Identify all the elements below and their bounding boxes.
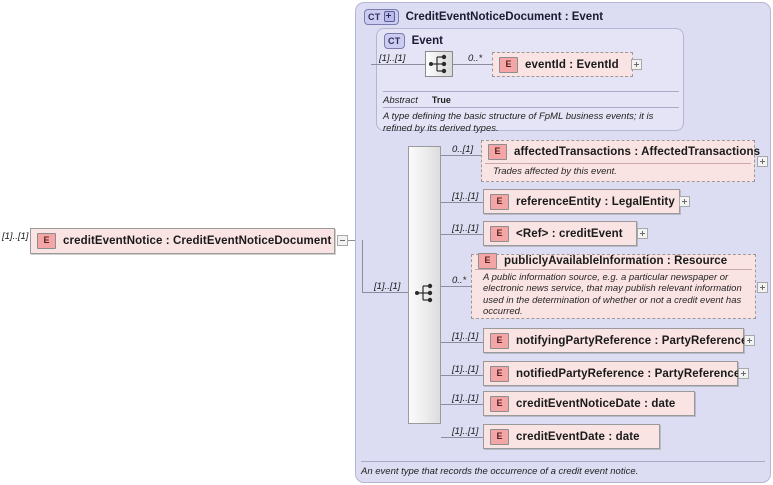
element-header-notifiedpartyreference: E notifiedPartyReference : PartyReferenc… — [484, 363, 741, 385]
expand-toggle-eventid[interactable] — [631, 59, 642, 70]
element-header-publiclyavailableinformation: E publiclyAvailableInformation : Resourc… — [472, 252, 755, 269]
element-icon: E — [490, 395, 509, 412]
element-label-ref-creditevent: <Ref> : creditEvent — [516, 227, 623, 240]
root-element-cardinality: [1]..[1] — [2, 231, 29, 242]
element-icon: E — [490, 225, 509, 242]
connector-row-0 — [441, 155, 481, 156]
abstract-row: Abstract True — [383, 91, 679, 106]
element-box-notifyingpartyreference[interactable]: E notifyingPartyReference : PartyReferen… — [483, 328, 747, 353]
element-icon: E — [37, 233, 56, 249]
element-header-referenceentity: E referenceEntity : LegalEntity — [484, 191, 679, 213]
element-icon: E — [499, 56, 518, 73]
element-label-crediteventdate: creditEventDate : date — [516, 430, 640, 443]
root-element-label: creditEventNotice : CreditEventNoticeDoc… — [63, 235, 332, 247]
element-label-publiclyavailableinformation: publiclyAvailableInformation : Resource — [504, 254, 728, 267]
element-icon: E — [490, 193, 509, 210]
element-label-referenceentity: referenceEntity : LegalEntity — [516, 195, 675, 208]
complex-type-badge-text: CT — [368, 11, 381, 22]
connector-row-3 — [441, 286, 480, 287]
connector-row-5 — [441, 375, 483, 376]
element-box-crediteventdate[interactable]: E creditEventDate : date — [483, 424, 660, 449]
element-label-eventid: eventId : EventId — [525, 58, 619, 71]
connector-inner-left — [371, 64, 425, 65]
element-icon: E — [490, 365, 509, 382]
root-element-box[interactable]: E creditEventNotice : CreditEventNoticeD… — [30, 228, 335, 254]
sequence-node-inner[interactable] — [425, 51, 453, 77]
expand-toggle-ref-creditevent[interactable] — [637, 228, 648, 239]
outer-type-title: CreditEventNoticeDocument : Event — [405, 10, 604, 23]
inner-type-title: Event — [411, 35, 443, 47]
cardinality-row-5: [1]..[1] — [452, 364, 479, 375]
element-header-notifyingpartyreference: E notifyingPartyReference : PartyReferen… — [484, 330, 747, 352]
root-element-collapse-toggle[interactable] — [337, 235, 348, 246]
element-box-publiclyavailableinformation[interactable]: E publiclyAvailableInformation : Resourc… — [471, 252, 756, 321]
root-element-header: E creditEventNotice : CreditEventNoticeD… — [31, 230, 334, 252]
expand-plus-icon[interactable] — [383, 11, 395, 22]
expand-toggle-referenceentity[interactable] — [679, 196, 690, 207]
outer-type-description: An event type that records the occurrenc… — [361, 461, 765, 477]
connector-row-4 — [441, 342, 483, 343]
complex-type-badge-text-inner: CT — [388, 36, 401, 46]
expand-toggle-publiclyavailableinformation[interactable] — [757, 282, 768, 293]
connector-row-6 — [441, 404, 483, 405]
complex-type-badge-inner[interactable]: CT — [384, 33, 405, 49]
element-label-affectedtransactions: affectedTransactions : AffectedTransacti… — [514, 146, 761, 159]
sequence-icon — [429, 54, 447, 74]
element-description-affectedtransactions: Trades affected by this event. — [485, 163, 751, 181]
element-box-notifiedpartyreference[interactable]: E notifiedPartyReference : PartyReferenc… — [483, 361, 741, 386]
inner-sequence-cardinality: [1]..[1] — [379, 53, 406, 64]
cardinality-row-7: [1]..[1] — [452, 426, 479, 437]
element-label-notifyingpartyreference: notifyingPartyReference : PartyReference — [516, 334, 748, 347]
element-icon: E — [490, 332, 509, 349]
inner-type-title-row: CT Event — [384, 33, 443, 49]
cardinality-row-4: [1]..[1] — [452, 331, 479, 342]
inner-type-description: A type defining the basic structure of F… — [383, 107, 679, 134]
abstract-label: Abstract — [383, 95, 418, 106]
connector-row-7 — [441, 437, 483, 438]
outer-type-title-row: CT CreditEventNoticeDocument : Event — [364, 8, 603, 25]
element-icon: E — [490, 428, 509, 445]
element-header-affectedtransactions: E affectedTransactions : AffectedTransac… — [482, 141, 760, 163]
connector-to-sequence — [362, 292, 408, 293]
element-icon: E — [478, 252, 497, 269]
cardinality-row-0: 0..[1] — [452, 144, 474, 155]
sequence-bar[interactable] — [408, 146, 441, 424]
complex-type-frame-inner: CT Event Abstract True A type defining t… — [376, 28, 684, 134]
cardinality-row-2: [1]..[1] — [452, 223, 479, 234]
element-header-crediteventdate: E creditEventDate : date — [484, 426, 659, 448]
sequence-icon — [415, 283, 433, 303]
element-description-publiclyavailableinformation: A public information source, e.g. a part… — [475, 268, 752, 321]
connector-frame-down — [362, 240, 363, 292]
cardinality-row-3: 0..* — [452, 275, 467, 286]
element-box-eventid[interactable]: E eventId : EventId — [492, 52, 633, 77]
element-label-notifiedpartyreference: notifiedPartyReference : PartyReference — [516, 367, 741, 380]
element-header-eventid: E eventId : EventId — [493, 54, 632, 76]
connector-row-1 — [441, 202, 483, 203]
element-label-crediteventnoticedate: creditEventNoticeDate : date — [516, 397, 676, 410]
element-header-crediteventnoticedate: E creditEventNoticeDate : date — [484, 393, 694, 415]
eventid-cardinality: 0..* — [468, 53, 483, 64]
element-box-crediteventnoticedate[interactable]: E creditEventNoticeDate : date — [483, 391, 695, 416]
connector-eventid — [453, 64, 492, 65]
complex-type-badge-outer[interactable]: CT — [364, 8, 399, 25]
element-box-referenceentity[interactable]: E referenceEntity : LegalEntity — [483, 189, 680, 214]
sequence-cardinality: [1]..[1] — [374, 281, 401, 292]
expand-toggle-notifiedpartyreference[interactable] — [738, 368, 749, 379]
element-box-ref-creditevent[interactable]: E <Ref> : creditEvent — [483, 221, 637, 246]
abstract-value: True — [431, 95, 451, 105]
element-box-affectedtransactions[interactable]: E affectedTransactions : AffectedTransac… — [481, 140, 760, 182]
cardinality-row-1: [1]..[1] — [452, 191, 479, 202]
element-icon: E — [488, 144, 507, 161]
connector-row-2 — [441, 234, 483, 235]
expand-toggle-affectedtransactions[interactable] — [757, 156, 768, 167]
expand-toggle-notifyingpartyreference[interactable] — [744, 335, 755, 346]
element-header-ref-creditevent: E <Ref> : creditEvent — [484, 223, 636, 245]
cardinality-row-6: [1]..[1] — [452, 393, 479, 404]
